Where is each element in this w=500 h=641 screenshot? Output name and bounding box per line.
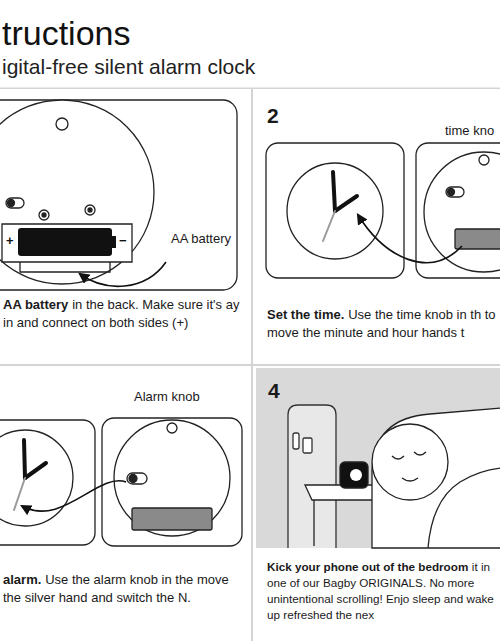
sleeping-person-part xyxy=(372,424,448,500)
clock-back-part xyxy=(85,205,95,215)
clock-back-small xyxy=(416,143,500,278)
sleeping-person xyxy=(372,408,500,548)
subtitle: igital-free silent alarm clock xyxy=(2,55,255,79)
sleeping-person-part xyxy=(372,408,500,548)
clock-back-part xyxy=(6,198,24,208)
clock-front-part xyxy=(287,163,383,259)
callout-label: Alarm knob xyxy=(134,389,200,405)
clock-back-small-part xyxy=(448,189,455,196)
aa-battery-part xyxy=(112,236,116,248)
step-heading: Set the time. xyxy=(267,307,344,322)
step-number: 4 xyxy=(268,378,280,403)
step-text: AA batteryin the back. Make sure it's ay… xyxy=(3,296,249,332)
callout-arrow xyxy=(80,262,166,286)
aa-battery-part xyxy=(2,224,132,262)
clock-back-part xyxy=(0,100,154,284)
clock-back-small-part xyxy=(446,187,464,197)
aa-battery-part xyxy=(18,228,112,256)
step-text: alarm.Use the alarm knob in the move the… xyxy=(3,571,249,607)
clock-back-part xyxy=(88,208,92,212)
clock-front xyxy=(0,420,95,545)
clock-hands-part xyxy=(24,440,25,478)
clock-hands-part xyxy=(25,463,46,478)
bedroom-wall xyxy=(256,368,500,548)
door-part xyxy=(288,405,336,548)
step-panel: alarm.Use the alarm knob in the move the… xyxy=(0,365,252,641)
clock-front-part xyxy=(0,420,95,545)
sleeping-person-part xyxy=(392,456,404,459)
clock-back-small-part xyxy=(424,152,500,272)
callout-arrow xyxy=(22,481,126,511)
clock-hands-part xyxy=(323,211,335,241)
step-text: Kick your phone out of the bedroomit in … xyxy=(267,559,500,623)
clock-back-part xyxy=(42,213,46,217)
sleeping-person-part xyxy=(414,452,426,455)
step-panel: Set the time.Use the time knob in th to … xyxy=(252,88,500,365)
clock-back-small-part xyxy=(479,155,489,165)
clock-back-part xyxy=(39,210,49,220)
clock-back-small-part xyxy=(129,475,137,483)
step-heading: AA battery xyxy=(3,297,68,312)
clock-hands xyxy=(14,440,46,510)
step-heading: Kick your phone out of the bedroom xyxy=(267,560,468,573)
door-part xyxy=(303,438,312,453)
callout-label: time kno xyxy=(445,123,494,139)
clock-front xyxy=(266,143,404,278)
clock-front-part xyxy=(266,143,404,278)
step-heading: alarm. xyxy=(3,572,41,587)
page-title: tructions xyxy=(2,14,131,53)
sleeping-person-part xyxy=(428,468,500,548)
clock-hands-part xyxy=(335,196,357,211)
polarity-mark: − xyxy=(119,233,127,248)
bedside-table-part xyxy=(313,500,314,546)
clock-back-part xyxy=(8,200,15,207)
callout-arrow xyxy=(358,215,462,263)
clock-back-part xyxy=(56,118,68,130)
bedside-table-part xyxy=(340,462,368,488)
step-text: Set the time.Use the time knob in th to … xyxy=(267,306,500,342)
aa-battery-part xyxy=(20,262,110,272)
aa-battery xyxy=(2,224,132,272)
step-number: 2 xyxy=(267,103,279,128)
step-panel: Kick your phone out of the bedroomit in … xyxy=(252,365,500,641)
clock-back-small-part xyxy=(167,423,177,433)
clock-back-small-part xyxy=(127,473,147,484)
clock-back-small-part xyxy=(114,420,230,536)
clock-hands xyxy=(323,172,357,241)
clock-hands-part xyxy=(14,478,25,510)
clock-back xyxy=(0,100,237,290)
polarity-mark: + xyxy=(6,233,14,248)
step-panel: AA batteryin the back. Make sure it's ay… xyxy=(0,88,252,365)
clock-back-small-part xyxy=(132,508,212,530)
bedside-table-part xyxy=(350,469,362,481)
door-part xyxy=(293,433,299,449)
sleeping-person-part xyxy=(402,478,418,481)
door xyxy=(288,405,336,548)
callout-label: AA battery xyxy=(171,231,233,247)
clock-hands-part xyxy=(333,172,335,211)
